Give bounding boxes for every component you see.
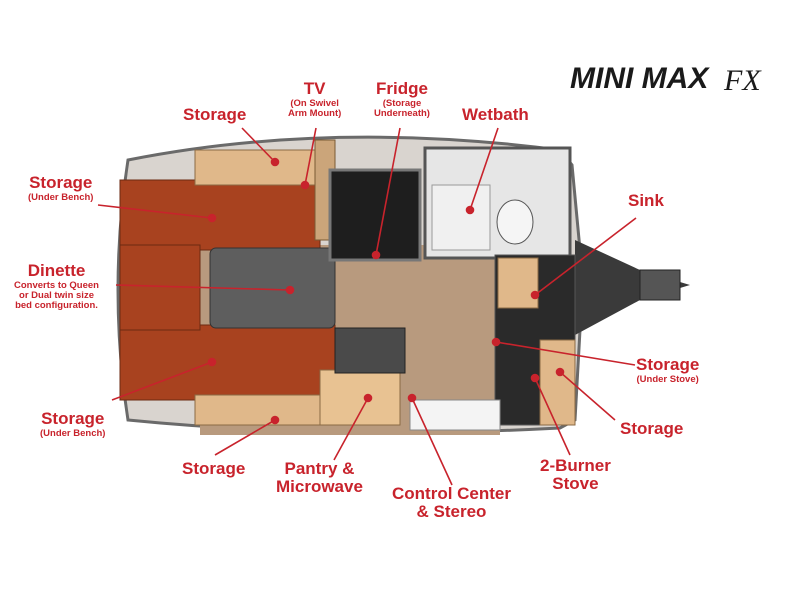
toilet xyxy=(496,199,534,245)
label-tv-sub1: (On Swivel xyxy=(290,97,339,109)
fridge xyxy=(328,168,422,262)
label-control-center: Control Center & Stereo xyxy=(392,485,511,521)
label-stove-main: 2-Burner xyxy=(540,456,611,475)
label-storage-under-bench-bottom: Storage (Under Bench) xyxy=(40,410,105,439)
shower-pan xyxy=(431,184,491,251)
label-pantry: Pantry & Microwave xyxy=(276,460,363,496)
hitch xyxy=(639,269,681,301)
label-control-center-sub1: & Stereo xyxy=(416,501,487,521)
label-sink: Sink xyxy=(628,192,664,210)
label-fridge: Fridge (Storage Underneath) xyxy=(374,80,430,119)
label-stove: 2-Burner Stove xyxy=(540,457,611,493)
label-pantry-sub1: Microwave xyxy=(276,476,363,496)
label-storage-under-bench-top: Storage (Under Bench) xyxy=(28,174,93,203)
bottom-cabinets xyxy=(194,394,326,426)
bench-back xyxy=(119,244,201,331)
label-storage-under-stove: Storage (Under Stove) xyxy=(636,356,699,385)
pantry-cabinet xyxy=(319,369,401,426)
label-storage-right-main: Storage xyxy=(620,419,684,438)
label-dinette-main: Dinette xyxy=(27,261,86,280)
label-storage-under-bench-bottom-sub1: (Under Bench) xyxy=(40,427,106,439)
logo-suffix: FX xyxy=(723,64,762,97)
label-storage-under-stove-sub1: (Under Stove) xyxy=(636,373,699,385)
trailer-tongue xyxy=(575,240,690,335)
label-dinette-sub3: bed configuration. xyxy=(15,299,98,311)
control-center xyxy=(409,399,501,431)
label-storage-bottom-main: Storage xyxy=(182,459,246,478)
logo-text: MINI MAX xyxy=(570,62,710,95)
label-dinette-sub2: or Dual twin size xyxy=(19,289,94,301)
label-fridge-main: Fridge xyxy=(376,79,428,98)
label-tv-sub2: Arm Mount) xyxy=(288,107,342,119)
label-control-center-main: Control Center xyxy=(392,484,511,503)
label-stove-sub1: Stove xyxy=(552,473,599,493)
brand-logo: MINI MAX FX xyxy=(570,62,762,97)
label-wetbath-main: Wetbath xyxy=(462,105,529,124)
label-storage-under-bench-bottom-main: Storage xyxy=(41,409,105,428)
label-tv: TV (On Swivel Arm Mount) xyxy=(288,80,341,119)
label-wetbath: Wetbath xyxy=(462,106,529,124)
label-tv-main: TV xyxy=(303,79,326,98)
top-cabinets xyxy=(194,149,316,186)
label-storage-top-main: Storage xyxy=(183,105,247,124)
label-storage-under-stove-main: Storage xyxy=(636,355,700,374)
label-dinette-sub1: Converts to Queen xyxy=(14,279,99,291)
bench-top xyxy=(119,179,321,251)
label-fridge-sub2: Underneath) xyxy=(374,107,430,119)
label-storage-right: Storage xyxy=(620,420,683,438)
label-storage-under-bench-top-main: Storage xyxy=(29,173,93,192)
label-storage-under-bench-top-sub1: (Under Bench) xyxy=(28,191,94,203)
label-dinette: Dinette Converts to Queen or Dual twin s… xyxy=(14,262,99,311)
counter xyxy=(334,327,406,374)
label-storage-bottom: Storage xyxy=(182,460,245,478)
label-pantry-main: Pantry & xyxy=(284,459,355,478)
bench-bottom xyxy=(119,324,336,401)
label-fridge-sub1: (Storage xyxy=(382,97,422,109)
sink-cabinet xyxy=(497,257,539,309)
label-storage-top: Storage xyxy=(183,106,246,124)
label-sink-main: Sink xyxy=(628,191,664,210)
